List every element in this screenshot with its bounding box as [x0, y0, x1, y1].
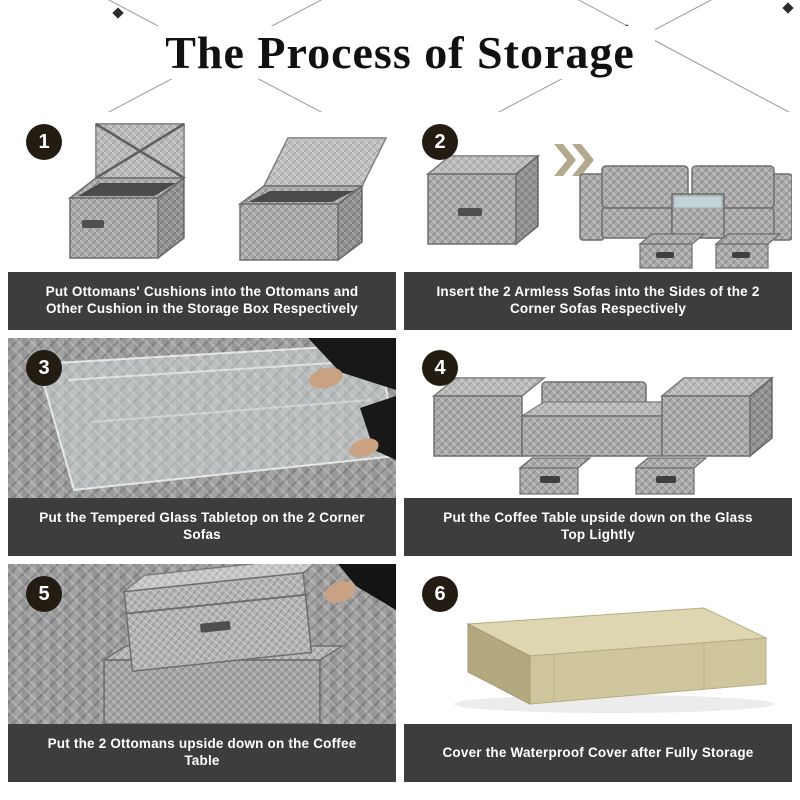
step-panel-2: 2	[404, 112, 792, 330]
step-number: 3	[38, 356, 50, 379]
step5-illustration: 5	[8, 564, 396, 724]
step6-illustration: 6	[404, 564, 792, 724]
assembled-set-ottomans-icon	[431, 376, 775, 495]
glass-tabletop-hands-icon	[36, 338, 396, 492]
steps-grid: 1	[0, 112, 800, 782]
step3-caption: Put the Tempered Glass Tabletop on the 2…	[8, 498, 396, 556]
box-arrow-sofa-set-icon	[425, 144, 792, 269]
caption-text: Cover the Waterproof Cover after Fully S…	[442, 744, 754, 760]
hand-icon	[324, 564, 396, 610]
step3-number-badge: 3	[26, 350, 62, 386]
waterproof-cover-icon	[454, 607, 774, 713]
arrow-chevrons-icon	[554, 144, 594, 176]
caption-text: Put the 2 Ottomans upside down on the Co…	[47, 736, 357, 768]
step-panel-1: 1	[8, 112, 396, 330]
glass-top	[673, 195, 723, 209]
step1-number-badge: 1	[26, 124, 62, 160]
step-number: 5	[38, 582, 50, 605]
step2-illustration: 2	[404, 112, 792, 272]
step2-caption: Insert the 2 Armless Sofas into the Side…	[404, 272, 792, 330]
step6-number-badge: 6	[422, 576, 458, 612]
step-panel-6: 6 Cover the Waterproof Cover after Fully…	[404, 564, 792, 782]
stacked-ottomans-hand-icon	[101, 564, 396, 724]
step4-illustration: 4	[404, 338, 792, 498]
caption-text: Put the Coffee Table upside down on the …	[443, 510, 753, 542]
step-number: 6	[434, 582, 446, 605]
open-storage-boxes-icon	[67, 122, 388, 262]
step1-illustration: 1	[8, 112, 396, 272]
step1-caption: Put Ottomans' Cushions into the Ottomans…	[8, 272, 396, 330]
step5-caption: Put the 2 Ottomans upside down on the Co…	[8, 724, 396, 782]
step6-caption: Cover the Waterproof Cover after Fully S…	[404, 724, 792, 782]
caption-text: Insert the 2 Armless Sofas into the Side…	[436, 284, 760, 316]
hand-icon	[308, 338, 396, 460]
step-number: 2	[434, 130, 446, 153]
step2-number-badge: 2	[422, 124, 458, 160]
step3-illustration: 3	[8, 338, 396, 498]
step-panel-5: 5	[8, 564, 396, 782]
caption-text: Put the Tempered Glass Tabletop on the 2…	[39, 510, 365, 542]
step-number: 1	[38, 130, 50, 153]
caption-text: Put Ottomans' Cushions into the Ottomans…	[45, 284, 359, 316]
glass-pane	[36, 342, 396, 492]
step-panel-3: 3 Put the Tempered Glass Tabletop on the…	[8, 338, 396, 556]
page-header: The Process of Storage	[0, 0, 800, 112]
step5-number-badge: 5	[26, 576, 62, 612]
page-title: The Process of Storage	[0, 0, 800, 79]
step-number: 4	[434, 356, 446, 379]
step4-caption: Put the Coffee Table upside down on the …	[404, 498, 792, 556]
step-panel-4: 4	[404, 338, 792, 556]
step4-number-badge: 4	[422, 350, 458, 386]
